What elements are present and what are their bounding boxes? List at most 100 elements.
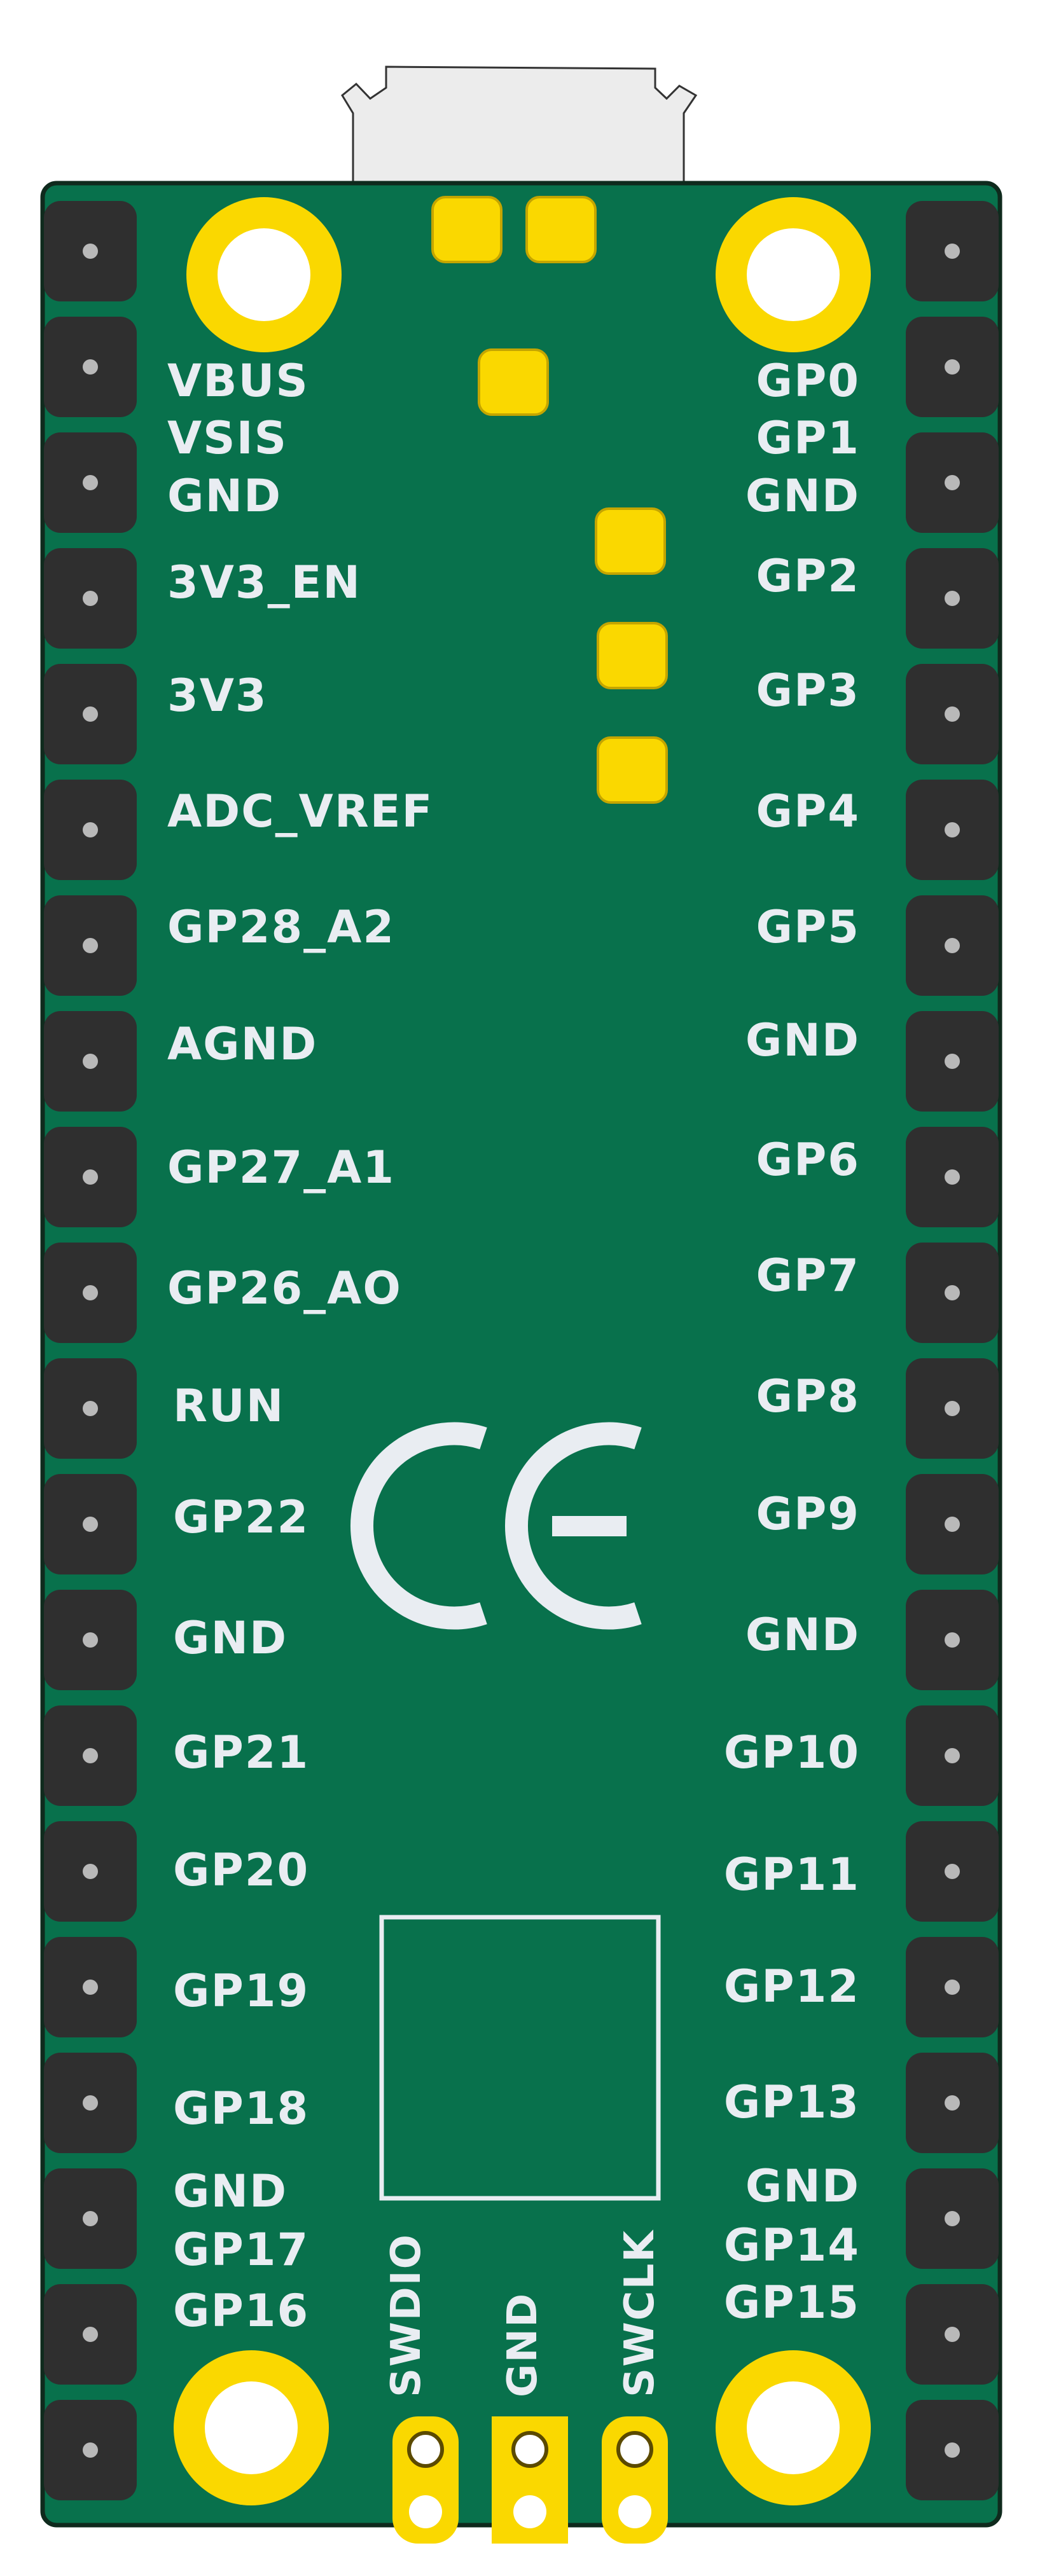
left-pin-17 <box>44 2053 137 2153</box>
left-pin-label-13: GND <box>173 1612 288 1664</box>
test-pad <box>478 348 549 416</box>
right-pin-label-8: GND <box>745 1014 860 1066</box>
left-pin-18 <box>44 2168 137 2269</box>
right-pin-3 <box>906 432 999 533</box>
debug-pin-swdio <box>392 2416 459 2544</box>
left-pin-9 <box>44 1127 137 1227</box>
left-pin-label-15: GP20 <box>173 1844 309 1896</box>
left-pin-16 <box>44 1937 137 2037</box>
chip-outline <box>379 1915 661 2201</box>
right-pin-14 <box>906 1705 999 1806</box>
right-pin-17 <box>906 2053 999 2153</box>
mounting-hole-top-left <box>186 197 342 352</box>
right-pin-label-5: GP3 <box>756 665 860 717</box>
left-pin-label-12: GP22 <box>173 1491 309 1543</box>
test-pad <box>597 736 668 804</box>
left-pin-label-1: VBUS <box>167 355 309 407</box>
left-pin-label-17: GP18 <box>173 2083 309 2135</box>
right-pin-10 <box>906 1243 999 1343</box>
left-pin-label-3: GND <box>167 470 282 522</box>
test-pad <box>431 196 503 263</box>
right-pin-label-4: GP2 <box>756 550 860 602</box>
left-pin-13 <box>44 1590 137 1690</box>
left-pin-1 <box>44 201 137 301</box>
right-pin-9 <box>906 1127 999 1227</box>
right-pin-label-3: GND <box>745 470 860 522</box>
right-pin-label-20: GP15 <box>724 2276 860 2329</box>
left-pin-12 <box>44 1474 137 1574</box>
right-pin-label-12: GP9 <box>756 1488 860 1540</box>
left-pin-label-19: GP17 <box>173 2224 309 2276</box>
left-pin-14 <box>44 1705 137 1806</box>
left-pin-11 <box>44 1358 137 1459</box>
test-pad <box>525 196 597 263</box>
left-pin-label-5: 3V3 <box>167 670 268 722</box>
test-pad <box>595 507 666 575</box>
left-pin-label-2: VSIS <box>167 412 288 464</box>
left-pin-label-16: GP19 <box>173 1965 309 2017</box>
debug-pin-gnd <box>492 2416 568 2544</box>
left-pin-label-14: GP21 <box>173 1726 309 1779</box>
right-pin-label-16: GP12 <box>724 1960 860 2013</box>
test-pad <box>597 622 668 689</box>
right-pin-label-6: GP4 <box>756 785 860 837</box>
right-pin-label-18: GND <box>745 2160 860 2212</box>
right-pin-16 <box>906 1937 999 2037</box>
right-pin-label-2: GP1 <box>756 412 860 464</box>
left-pin-label-20: GP16 <box>173 2285 309 2337</box>
right-pin-2 <box>906 317 999 417</box>
left-pin-labels: VBUSVSISGND3V3_EN3V3ADC_VREFGP28_A2AGNDG… <box>167 355 432 2337</box>
left-pin-label-18: GND <box>173 2165 288 2217</box>
right-pin-label-19: GP14 <box>724 2219 860 2271</box>
right-pin-6 <box>906 780 999 880</box>
right-pin-13 <box>906 1590 999 1690</box>
debug-label-swclk: SWCLK <box>616 2229 663 2397</box>
ce-mark <box>350 1422 642 1630</box>
mounting-hole-bottom-right <box>716 2350 871 2505</box>
left-pin-header <box>44 201 137 2500</box>
debug-label-swdio: SWDIO <box>383 2233 430 2397</box>
right-pin-20 <box>906 2400 999 2500</box>
left-pin-15 <box>44 1821 137 1922</box>
right-pin-19 <box>906 2284 999 2385</box>
right-pin-label-1: GP0 <box>756 355 860 407</box>
right-pin-label-7: GP5 <box>756 901 860 953</box>
right-pin-12 <box>906 1474 999 1574</box>
right-pin-1 <box>906 201 999 301</box>
right-pin-15 <box>906 1821 999 1922</box>
right-pin-label-15: GP11 <box>724 1849 860 1901</box>
left-pin-8 <box>44 1011 137 1112</box>
right-pin-label-13: GND <box>745 1609 860 1661</box>
right-pin-5 <box>906 664 999 764</box>
mounting-hole-bottom-left <box>174 2350 329 2505</box>
left-pin-label-4: 3V3_EN <box>167 556 361 609</box>
right-pin-label-9: GP6 <box>756 1134 860 1186</box>
debug-pin-swclk <box>602 2416 668 2544</box>
debug-label-gnd: GND <box>499 2292 546 2397</box>
left-pin-6 <box>44 780 137 880</box>
right-pin-8 <box>906 1011 999 1112</box>
right-pin-7 <box>906 895 999 996</box>
left-pin-2 <box>44 317 137 417</box>
left-pin-19 <box>44 2284 137 2385</box>
left-pin-5 <box>44 664 137 764</box>
right-pin-18 <box>906 2168 999 2269</box>
right-pin-11 <box>906 1358 999 1459</box>
right-pin-label-11: GP8 <box>756 1370 860 1422</box>
left-pin-label-10: GP26_AO <box>167 1262 402 1314</box>
left-pin-7 <box>44 895 137 996</box>
mounting-hole-top-right <box>716 197 871 352</box>
usb-connector <box>341 65 698 192</box>
left-pin-label-8: AGND <box>167 1018 317 1070</box>
right-pin-label-17: GP13 <box>724 2076 860 2128</box>
left-pin-3 <box>44 432 137 533</box>
right-pin-labels: GP0GP1GNDGP2GP3GP4GP5GNDGP6GP7GP8GP9GNDG… <box>724 355 860 2329</box>
left-pin-label-11: RUN <box>173 1380 284 1432</box>
left-pin-10 <box>44 1243 137 1343</box>
left-pin-4 <box>44 548 137 649</box>
left-pin-label-7: GP28_A2 <box>167 901 395 953</box>
right-pin-label-14: GP10 <box>724 1726 860 1779</box>
right-pin-4 <box>906 548 999 649</box>
right-pin-label-10: GP7 <box>756 1250 860 1302</box>
